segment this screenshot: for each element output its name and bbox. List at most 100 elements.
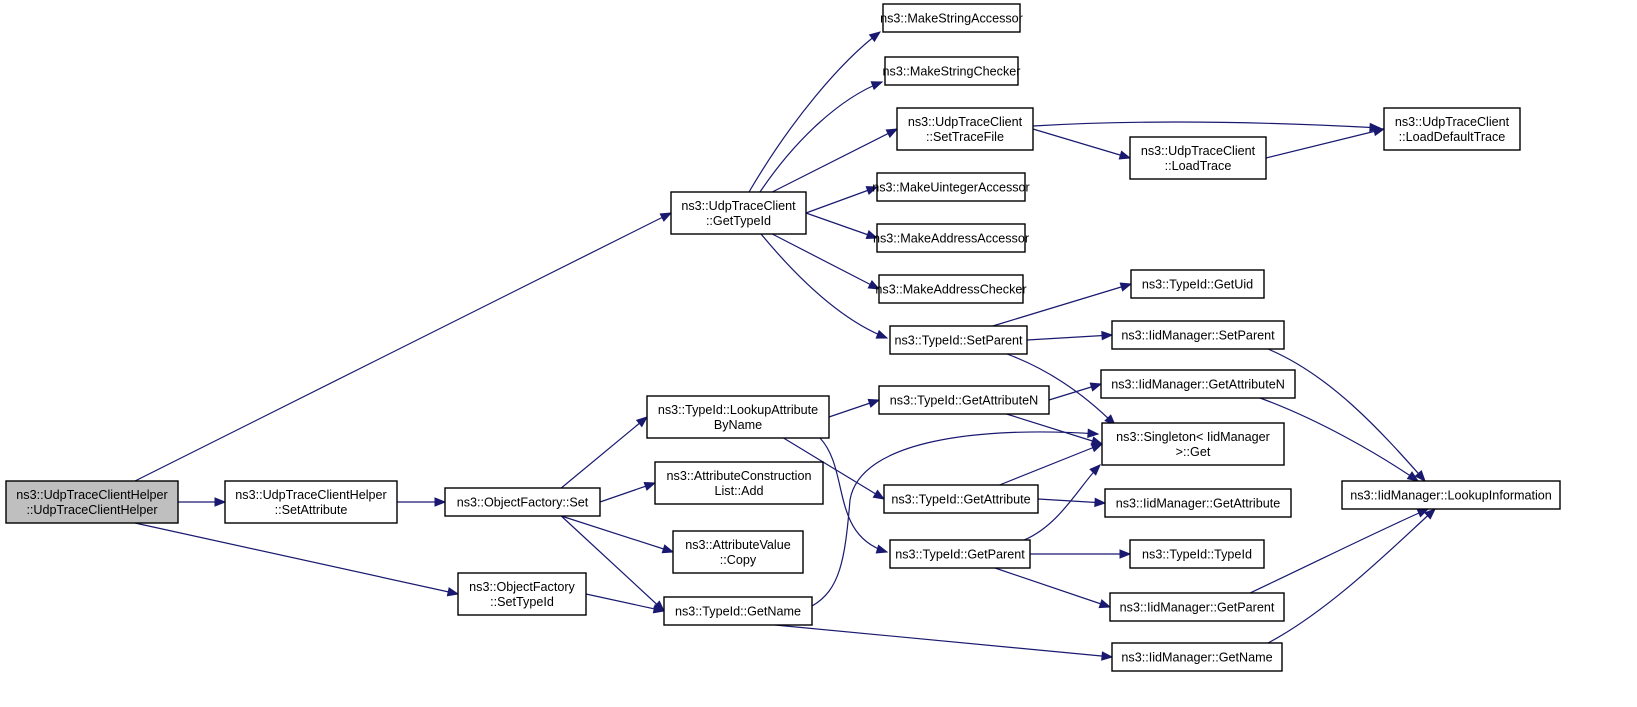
node-iid-setparent[interactable]: ns3::IidManager::SetParent	[1111, 320, 1285, 350]
node-box	[876, 223, 1026, 253]
node-make-addr-chk[interactable]: ns3::MakeAddressChecker	[875, 274, 1027, 304]
node-make-addr-acc[interactable]: ns3::MakeAddressAccessor	[873, 223, 1029, 253]
node-label: ns3::UdpTraceClient	[908, 115, 1023, 129]
node-label: ns3::MakeUintegerAccessor	[872, 181, 1030, 195]
node-box	[1109, 592, 1285, 622]
node-tid-typeid[interactable]: ns3::TypeId::TypeId	[1129, 539, 1265, 569]
node-label: ns3::TypeId::GetAttribute	[891, 493, 1030, 507]
node-label: ns3::TypeId::GetName	[675, 605, 801, 619]
node-label: ns3::ObjectFactory::Set	[457, 496, 589, 510]
edge-tid_getname-to-iid_getname	[774, 624, 1114, 661]
node-av-copy[interactable]: ns3::AttributeValue::Copy	[672, 530, 804, 574]
edge-line	[819, 437, 888, 553]
node-label: ns3::TypeId::GetUid	[1142, 278, 1253, 292]
node-tid-getuid[interactable]: ns3::TypeId::GetUid	[1130, 269, 1265, 299]
edge-utc_gettypeid-to-make_addr_acc	[805, 212, 879, 239]
arrowhead-icon	[1087, 428, 1100, 439]
edge-iid_getname-to-iid_lookupinfo	[1267, 508, 1436, 644]
node-label: ns3::UdpTraceClient	[681, 199, 796, 213]
node-tid-getattrn[interactable]: ns3::TypeId::GetAttributeN	[878, 385, 1050, 415]
arrowhead-icon	[1119, 282, 1133, 292]
edge-line	[759, 81, 883, 193]
node-make-uint-acc[interactable]: ns3::MakeUintegerAccessor	[872, 172, 1030, 202]
edge-tid_getname-to-singleton_get	[811, 428, 1100, 607]
node-utc-loadtrace[interactable]: ns3::UdpTraceClient::LoadTrace	[1129, 136, 1267, 180]
node-label: ns3::TypeId::TypeId	[1142, 548, 1252, 562]
edge-line	[1249, 508, 1429, 594]
node-tid-getname[interactable]: ns3::TypeId::GetName	[663, 596, 813, 626]
arrowhead-icon	[1094, 497, 1107, 508]
node-box	[1129, 136, 1267, 180]
node-box	[1101, 422, 1285, 466]
edge-root-to-of_settypeid	[134, 522, 460, 597]
node-of-settypeid[interactable]: ns3::ObjectFactory::SetTypeId	[457, 572, 587, 616]
node-box	[1104, 488, 1292, 518]
node-make-str-chk[interactable]: ns3::MakeStringChecker	[883, 56, 1021, 86]
node-box	[1129, 539, 1265, 569]
edge-line	[771, 233, 880, 290]
arrowhead-icon	[434, 497, 447, 507]
edge-line	[774, 624, 1113, 658]
node-utc-loaddefault[interactable]: ns3::UdpTraceClient::LoadDefaultTrace	[1383, 107, 1521, 151]
edge-line	[1006, 413, 1103, 445]
arrowhead-icon	[1372, 126, 1386, 137]
node-label: ns3::UdpTraceClient	[1141, 144, 1256, 158]
edge-utc_settracefile-to-utc_loadtrace	[1032, 128, 1132, 160]
edge-line	[1259, 397, 1419, 482]
node-iid-getattr[interactable]: ns3::IidManager::GetAttribute	[1104, 488, 1292, 518]
node-box	[5, 480, 179, 524]
arrowhead-icon	[635, 416, 649, 428]
node-utc-settracefile[interactable]: ns3::UdpTraceClient::SetTraceFile	[896, 107, 1034, 151]
edge-of_set-to-av_copy	[561, 515, 675, 554]
arrowhead-icon	[214, 497, 227, 507]
node-tid-getattr[interactable]: ns3::TypeId::GetAttribute	[883, 484, 1039, 514]
node-iid-getparent[interactable]: ns3::IidManager::GetParent	[1109, 592, 1285, 622]
node-iid-getattrn[interactable]: ns3::IidManager::GetAttributeN	[1100, 369, 1296, 399]
node-label: ns3::UdpTraceClient	[1395, 115, 1510, 129]
node-of-set[interactable]: ns3::ObjectFactory::Set	[444, 487, 601, 517]
edge-utc_gettypeid-to-make_str_chk	[759, 81, 884, 193]
node-box	[896, 107, 1034, 151]
node-iid-lookupinfo[interactable]: ns3::IidManager::LookupInformation	[1341, 480, 1561, 510]
node-utc-gettypeid[interactable]: ns3::UdpTraceClient::GetTypeId	[670, 191, 807, 235]
edge-utc_settracefile-to-utc_loaddefault	[1032, 121, 1382, 133]
arrowhead-icon	[1089, 464, 1101, 476]
node-iid-getname[interactable]: ns3::IidManager::GetName	[1111, 642, 1283, 672]
node-box	[670, 191, 807, 235]
node-label: ns3::TypeId::GetParent	[895, 548, 1025, 562]
edge-line	[561, 515, 674, 553]
node-box	[663, 596, 813, 626]
node-singleton-get[interactable]: ns3::Singleton< IidManager >::Get	[1101, 422, 1285, 466]
function-nodes: ns3::UdpTraceClientHelper::UdpTraceClien…	[5, 3, 1561, 672]
node-box	[1341, 480, 1561, 510]
arrowhead-icon	[867, 279, 881, 290]
edge-tid_getattrn-to-iid_getattrn	[1048, 382, 1103, 401]
node-label: ns3::IidManager::GetAttributeN	[1111, 378, 1285, 392]
arrowhead-icon	[661, 544, 675, 554]
node-box	[1100, 369, 1296, 399]
node-root[interactable]: ns3::UdpTraceClientHelper::UdpTraceClien…	[5, 480, 179, 524]
node-label: ns3::MakeAddressAccessor	[873, 232, 1029, 246]
node-tid-setparent[interactable]: ns3::TypeId::SetParent	[889, 325, 1028, 355]
edge-tid_lookup-to-tid_getparent	[819, 437, 889, 554]
node-make-str-acc[interactable]: ns3::MakeStringAccessor	[880, 3, 1023, 33]
edge-line	[560, 416, 648, 489]
node-box	[1130, 269, 1265, 299]
edge-tid_setparent-to-tid_getuid	[992, 282, 1133, 327]
node-label: ::SetTraceFile	[926, 130, 1004, 144]
node-label: ns3::MakeStringAccessor	[880, 12, 1023, 26]
node-label: ns3::ObjectFactory	[469, 580, 575, 594]
node-helper-setattr[interactable]: ns3::UdpTraceClientHelper::SetAttribute	[224, 480, 398, 524]
edge-utc_gettypeid-to-utc_settracefile	[771, 128, 899, 193]
edge-line	[1265, 128, 1385, 159]
node-tid-getparent[interactable]: ns3::TypeId::GetParent	[889, 539, 1031, 569]
node-box	[654, 461, 824, 505]
arrowhead-icon	[1406, 471, 1420, 482]
arrowhead-icon	[1101, 651, 1114, 661]
edge-root-to-utc_gettypeid	[134, 212, 673, 482]
arrowhead-icon	[1414, 469, 1426, 483]
node-label: ns3::IidManager::SetParent	[1121, 329, 1275, 343]
node-box	[878, 274, 1024, 304]
